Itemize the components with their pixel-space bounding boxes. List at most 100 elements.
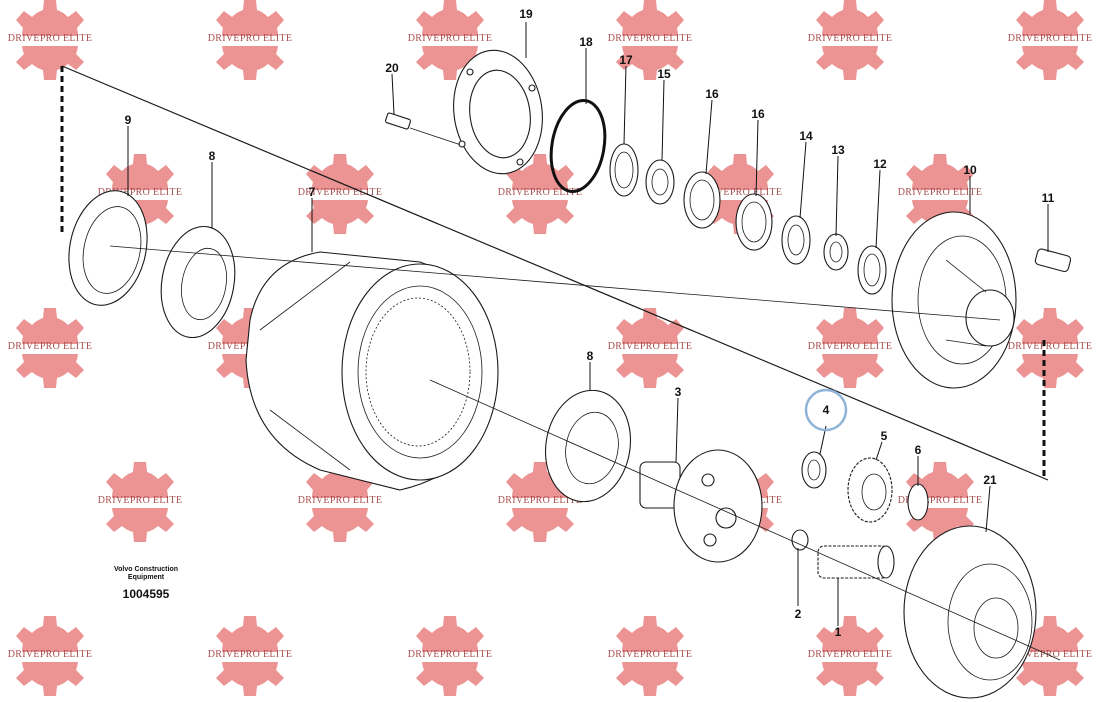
watermark-stamp: DRIVEPRO ELITE <box>408 616 492 696</box>
callout-labels: 19 18 17 15 20 16 16 9 8 14 13 12 10 11 … <box>125 7 1055 639</box>
part-4-bushing <box>801 451 827 489</box>
watermark-stamp: DRIVEPRO ELITE <box>8 308 92 388</box>
callout-16-b[interactable]: 16 <box>751 107 765 121</box>
part-12-shim <box>857 245 887 295</box>
watermark-stamp: DRIVEPRO ELITE <box>808 308 892 388</box>
watermark-text: DRIVEPRO ELITE <box>98 187 182 198</box>
drawing-caption: Volvo Construction Equipment 1004595 <box>96 566 196 601</box>
callout-21[interactable]: 21 <box>983 473 997 487</box>
watermark-text: DRIVEPRO ELITE <box>498 187 582 198</box>
watermark-stamp: DRIVEPRO ELITE <box>8 616 92 696</box>
callout-5[interactable]: 5 <box>881 429 888 443</box>
part-13-lock-washer <box>823 233 849 271</box>
callout-leaders <box>127 22 1049 626</box>
callout-2[interactable]: 2 <box>795 607 802 621</box>
watermark-stamp: DRIVEPRO ELITE <box>1008 0 1092 80</box>
callout-18[interactable]: 18 <box>579 35 593 49</box>
watermark-stamp: DRIVEPRO ELITE <box>208 616 292 696</box>
callout-16-a[interactable]: 16 <box>705 87 719 101</box>
watermark-stamp: DRIVEPRO ELITE <box>808 616 892 696</box>
callout-1[interactable]: 1 <box>835 625 842 639</box>
part-1-sun-gear <box>817 545 895 579</box>
watermark-stamp: DRIVEPRO ELITE <box>408 0 492 80</box>
part-19-cover <box>453 49 543 175</box>
part-3-planet-carrier <box>639 449 763 563</box>
callout-12[interactable]: 12 <box>873 157 887 171</box>
watermark-stamp: DRIVEPRO ELITE <box>298 154 382 234</box>
watermark-text: DRIVEPRO ELITE <box>298 495 382 506</box>
watermark-text: DRIVEPRO ELITE <box>208 33 292 44</box>
callout-8-upper[interactable]: 8 <box>209 149 216 163</box>
watermark-text: DRIVEPRO ELITE <box>608 649 692 660</box>
watermark-stamp: DRIVEPRO ELITE <box>298 462 382 542</box>
callout-20[interactable]: 20 <box>385 61 399 75</box>
watermark-stamp: DRIVEPRO ELITE <box>1008 616 1092 696</box>
watermark-text: DRIVEPRO ELITE <box>408 649 492 660</box>
watermark-text: DRIVEPRO ELITE <box>498 495 582 506</box>
watermark-text: DRIVEPRO ELITE <box>1008 649 1092 660</box>
watermark-text: DRIVEPRO ELITE <box>608 341 692 352</box>
watermark-text: DRIVEPRO ELITE <box>8 341 92 352</box>
callout-17[interactable]: 17 <box>619 53 633 67</box>
watermark-stamp: DRIVEPRO ELITE <box>8 0 92 80</box>
part-10-hub-flange <box>891 211 1017 389</box>
watermark-text: DRIVEPRO ELITE <box>208 649 292 660</box>
callout-14[interactable]: 14 <box>799 129 813 143</box>
watermark-stamp: DRIVEPRO ELITE <box>898 154 982 234</box>
part-8-bearing-upper <box>160 225 236 339</box>
part-21-ring-gear <box>903 525 1037 699</box>
watermark-stamp: DRIVEPRO ELITE <box>498 462 582 542</box>
line-art <box>60 49 1072 699</box>
watermark-text: DRIVEPRO ELITE <box>1008 33 1092 44</box>
callout-8-lower[interactable]: 8 <box>587 349 594 363</box>
maker-line-1: Volvo Construction <box>113 566 179 573</box>
watermark-stamp: DRIVEPRO ELITE <box>208 0 292 80</box>
watermark-text: DRIVEPRO ELITE <box>298 187 382 198</box>
callout-7[interactable]: 7 <box>309 185 316 199</box>
drawing-number: 1004595 <box>122 587 170 601</box>
part-8-bearing-lower <box>544 389 632 503</box>
watermark-stamp: DRIVEPRO ELITE <box>808 0 892 80</box>
part-14-washer <box>781 215 811 265</box>
watermark-stamp: DRIVEPRO ELITE <box>98 462 182 542</box>
callout-3[interactable]: 3 <box>675 385 682 399</box>
watermark-text: DRIVEPRO ELITE <box>698 187 782 198</box>
part-2-thrust-washer <box>791 529 809 551</box>
watermark-stamp: DRIVEPRO ELITE <box>898 462 982 542</box>
part-5-planet-gear <box>847 457 893 523</box>
watermark-stamp: DRIVEPRO ELITE <box>498 154 582 234</box>
callout-10[interactable]: 10 <box>963 163 977 177</box>
part-7-housing <box>245 251 499 491</box>
part-9-seal <box>68 190 148 306</box>
watermark-text: DRIVEPRO ELITE <box>808 341 892 352</box>
watermark-text: DRIVEPRO ELITE <box>8 33 92 44</box>
watermark-layer: DRIVEPRO ELITE DRIVEPRO ELITE DRIVEPRO ELI… <box>8 0 1092 696</box>
watermark-text: DRIVEPRO ELITE <box>1008 341 1092 352</box>
watermark-stamp: DRIVEPRO ELITE <box>698 154 782 234</box>
watermark-text: DRIVEPRO ELITE <box>408 33 492 44</box>
highlight-ring <box>804 388 848 432</box>
part-11-bolt <box>1034 248 1072 273</box>
callout-11[interactable]: 11 <box>1042 191 1055 205</box>
watermark-text: DRIVEPRO ELITE <box>898 495 982 506</box>
part-15-nut <box>645 159 675 205</box>
watermark-text: DRIVEPRO ELITE <box>808 33 892 44</box>
watermark-text: DRIVEPRO ELITE <box>808 649 892 660</box>
watermark-text: DRIVEPRO ELITE <box>898 187 982 198</box>
watermark-text: DRIVEPRO ELITE <box>608 33 692 44</box>
callout-6[interactable]: 6 <box>915 443 922 457</box>
callout-4[interactable]: 4 <box>823 403 830 417</box>
watermark-stamp: DRIVEPRO ELITE <box>608 0 692 80</box>
callout-15[interactable]: 15 <box>657 67 671 81</box>
watermark-text: DRIVEPRO ELITE <box>8 649 92 660</box>
callout-13[interactable]: 13 <box>831 143 845 157</box>
watermark-stamp: DRIVEPRO ELITE <box>98 154 182 234</box>
watermark-text: DRIVEPRO ELITE <box>98 495 182 506</box>
watermark-stamp: DRIVEPRO ELITE <box>1008 308 1092 388</box>
watermark-stamp: DRIVEPRO ELITE <box>608 308 692 388</box>
callout-19[interactable]: 19 <box>519 7 533 21</box>
callout-9[interactable]: 9 <box>125 113 132 127</box>
watermark-stamp: DRIVEPRO ELITE <box>608 616 692 696</box>
part-6-snap-ring <box>907 483 929 521</box>
